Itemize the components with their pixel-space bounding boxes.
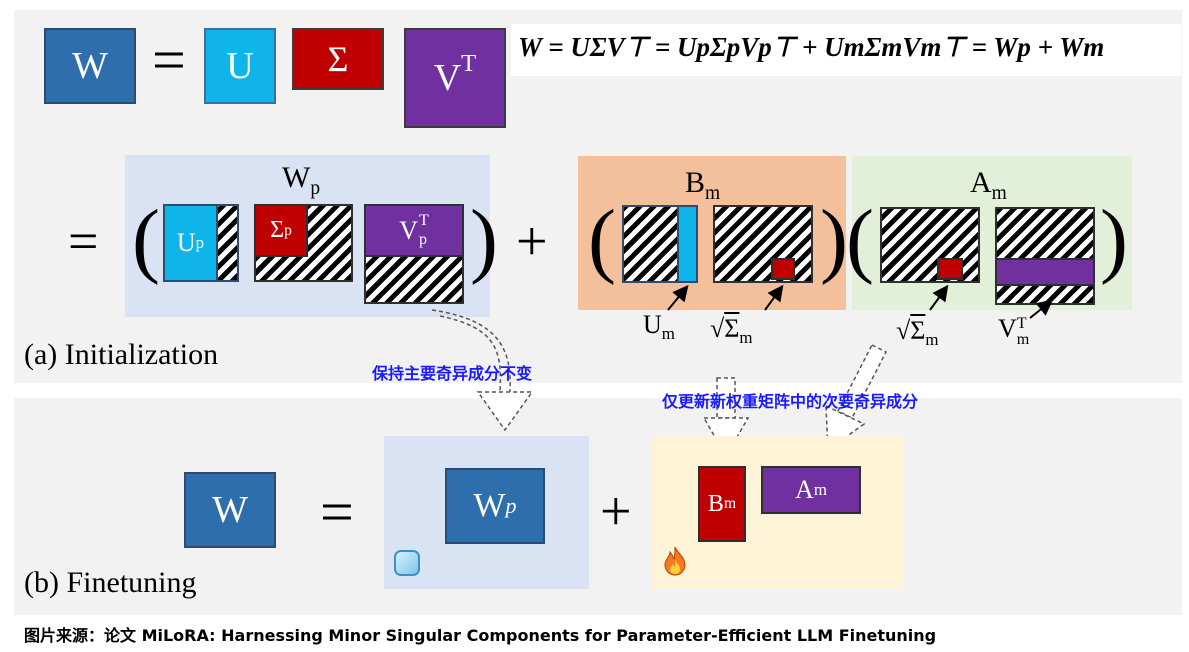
- equals-sign: =: [152, 27, 186, 93]
- am-paren-open: (: [846, 193, 874, 286]
- bm-paren-close: ): [820, 193, 848, 286]
- w-matrix: W: [44, 28, 136, 104]
- ft-plus-sign: +: [600, 481, 632, 543]
- u-matrix: U: [204, 28, 276, 104]
- keep-dashed-curve-2: [439, 315, 502, 393]
- keep-principal-note: 保持主要奇异成分不变: [372, 364, 533, 383]
- um-label: Um: [643, 310, 675, 344]
- sqrt-sigma-m-block-a: [937, 258, 963, 280]
- sigma-matrix: Σ: [292, 28, 384, 90]
- update-arrow-shaft-2: [836, 343, 888, 420]
- sqrt-sigma-m-label-b: √Σm: [710, 314, 753, 348]
- keep-dashed-curve: [431, 309, 511, 393]
- ft-w-matrix: W: [184, 472, 276, 548]
- sqrt-sigma-arrow-a: [929, 284, 949, 311]
- svd-formula-text: W = UΣV⊤ = UpΣpVp⊤ + UmΣmVm⊤ = Wp + Wm: [518, 32, 1105, 62]
- wp-paren-close: ): [470, 193, 498, 286]
- svd-formula: [511, 24, 1181, 76]
- vm-hatched-matrix: [995, 207, 1095, 305]
- init-equals-sign: =: [68, 211, 99, 271]
- snowflake-ice-icon: [394, 550, 420, 576]
- sqrt-sigma-m-label-a: √Σm: [896, 316, 939, 350]
- vm-arrow: [1029, 299, 1054, 319]
- sigma-m-hatched-matrix-b: [713, 205, 813, 283]
- init-section-label: (a) Initialization: [24, 338, 219, 371]
- source-caption: 图片来源：论文 MiLoRA: Harnessing Minor Singula…: [24, 626, 937, 645]
- sqrt-sigma-arrow-b: [764, 284, 784, 311]
- bm-paren-open: (: [588, 193, 616, 286]
- init-plus-sign: +: [516, 211, 548, 273]
- finetune-section-label: (b) Finetuning: [24, 566, 197, 599]
- bm-label: Bm: [685, 166, 721, 204]
- um-arrow: [667, 284, 689, 311]
- keep-arrow-head: [476, 391, 534, 432]
- vm-row: [995, 258, 1095, 286]
- sigma-m-hatched-matrix-a: [880, 207, 980, 283]
- sqrt-sigma-m-block-b: [771, 258, 795, 280]
- am-label: Am: [970, 166, 1007, 204]
- update-minor-note: 仅更新新权重矩阵中的次要奇异成分: [662, 392, 919, 411]
- fire-icon: [664, 546, 686, 576]
- um-column: [677, 205, 698, 283]
- ft-equals-sign: =: [320, 479, 354, 545]
- wp-label: Wp: [282, 161, 321, 199]
- wp-paren-open: (: [132, 193, 160, 286]
- am-paren-close: ): [1100, 193, 1128, 286]
